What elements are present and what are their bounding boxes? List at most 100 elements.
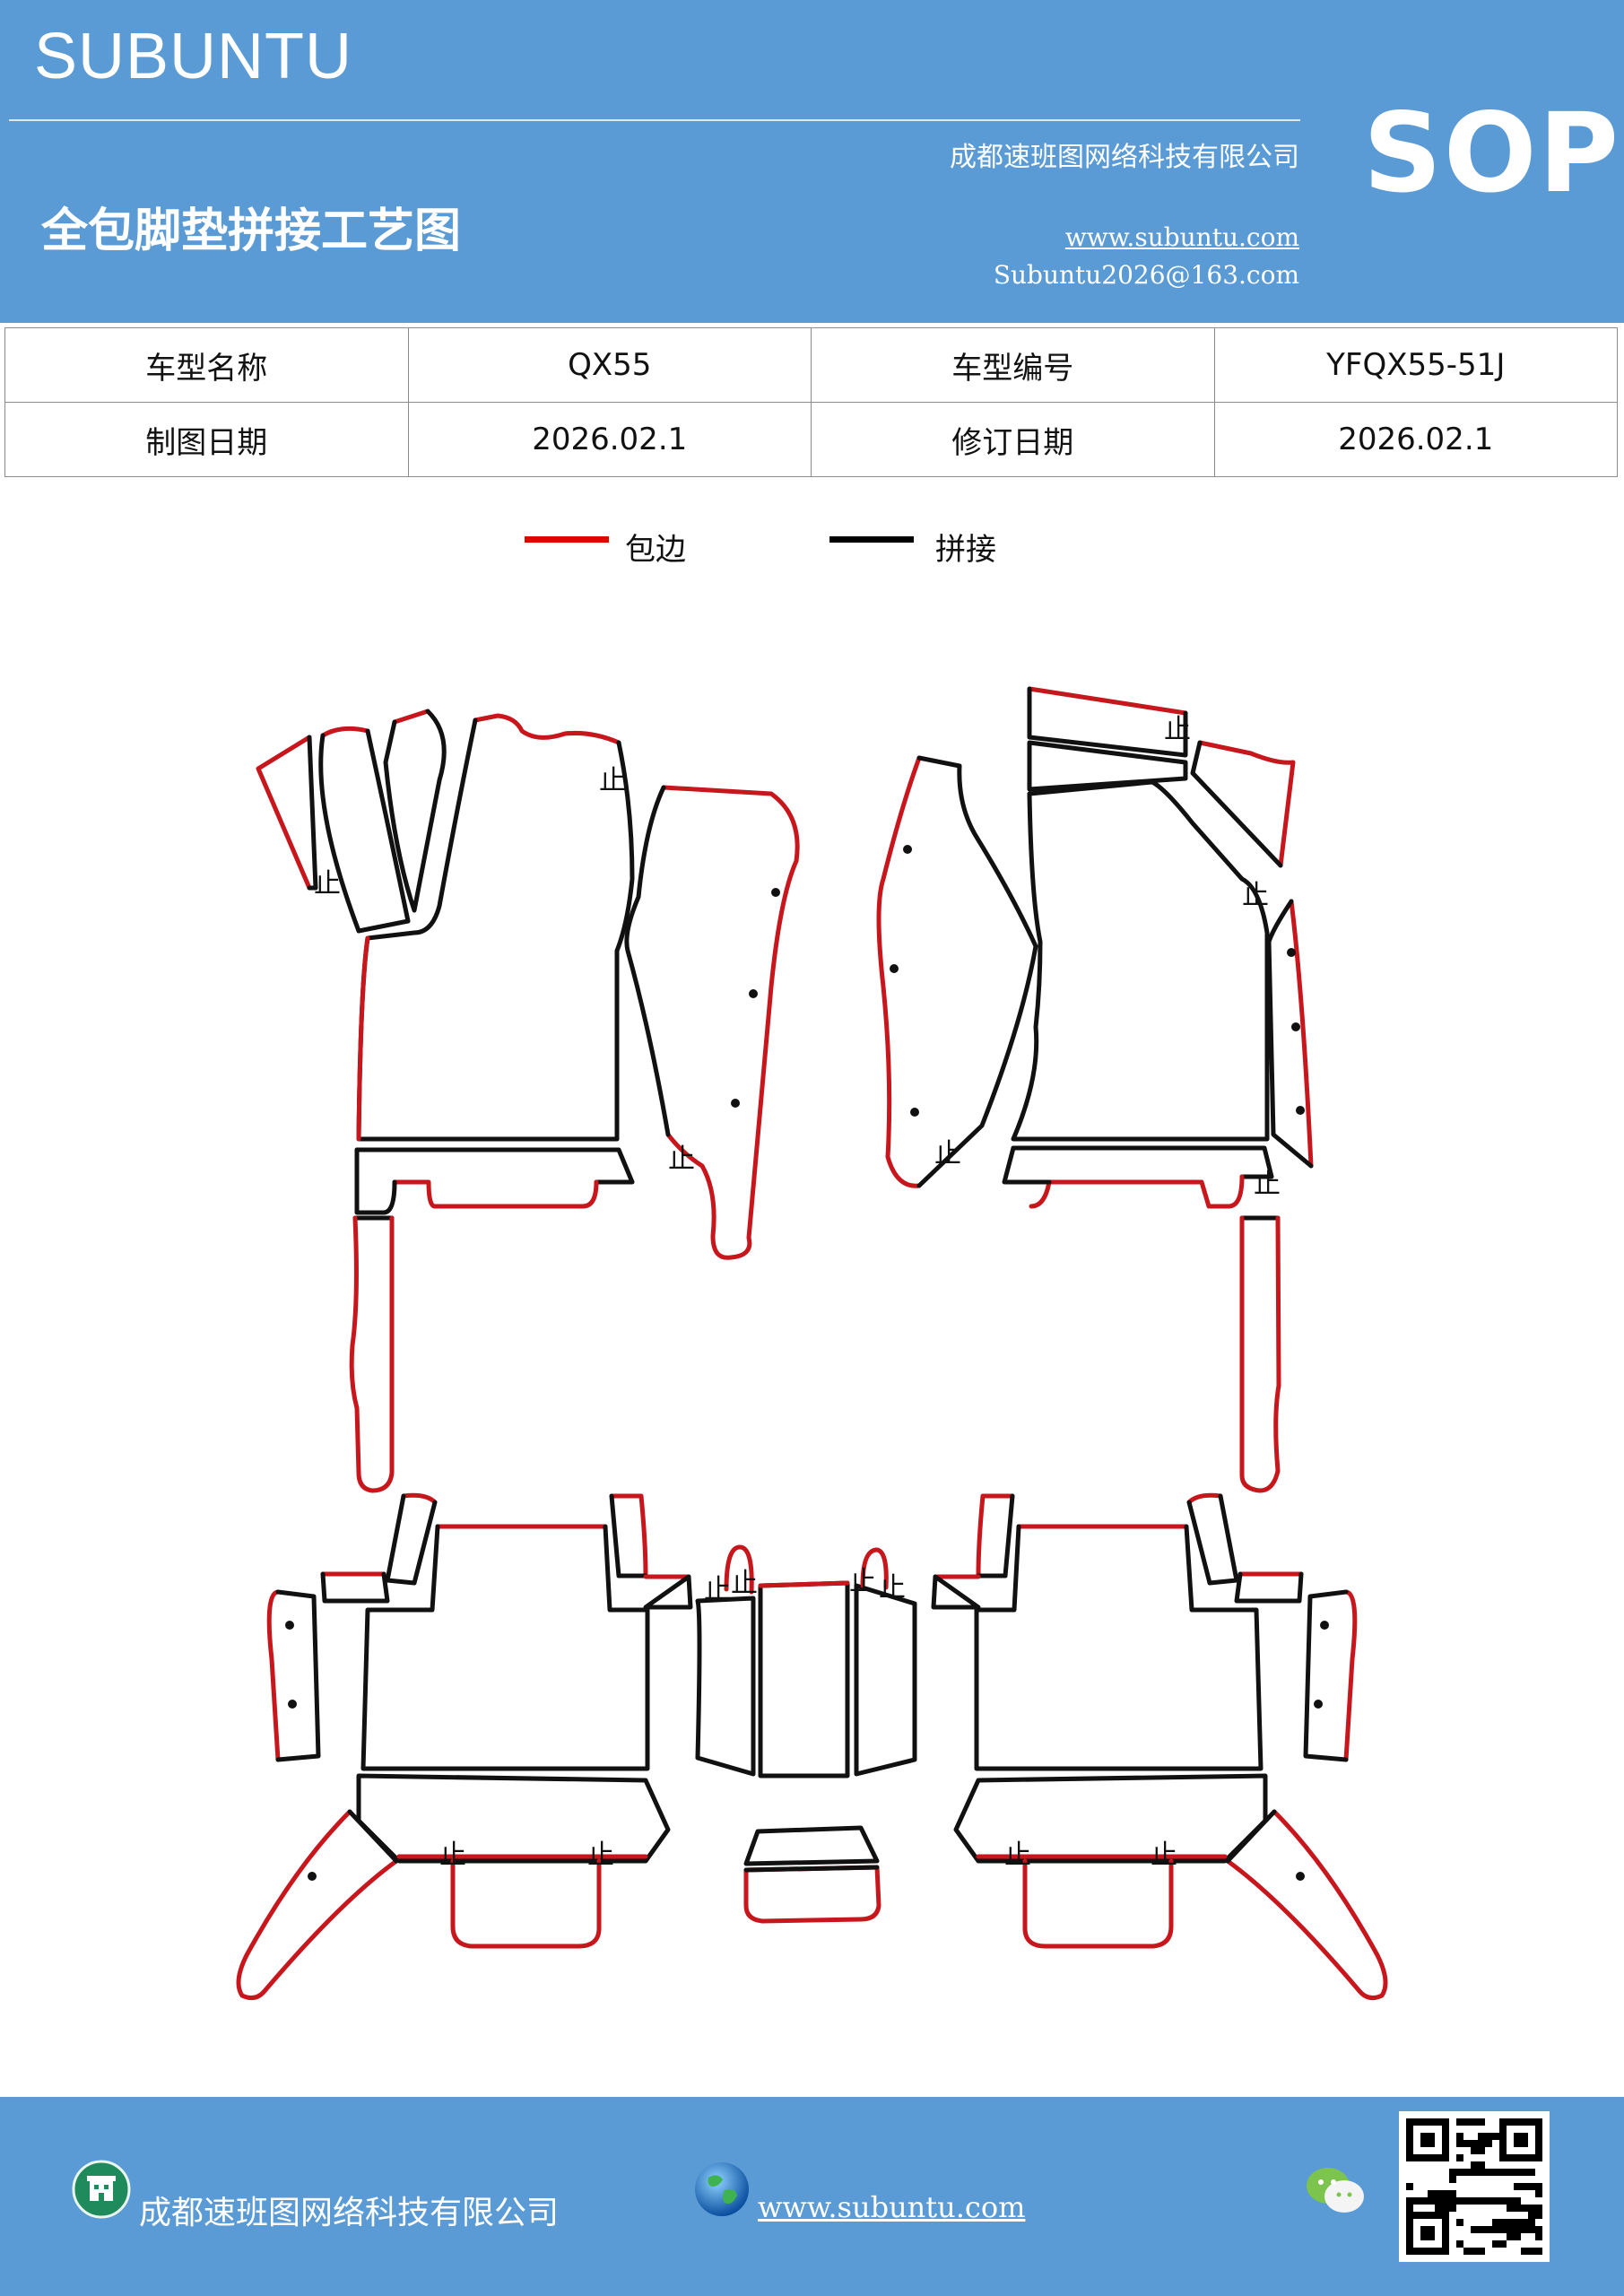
sop-badge: SOP [1363,90,1620,217]
mat-piece-rear-right-tall-flap [1186,1492,1239,1586]
stop-mark: 止 [849,1566,876,1597]
mat-piece-front-left-side-strip [318,726,411,934]
stop-mark: 止 [1151,1839,1177,1871]
label-model-name: 车型名称 [4,327,409,403]
stop-mark: 止 [934,1138,961,1170]
mat-piece-rear-left-side-strip [266,1589,321,1762]
value-revise-date: 2026.02.1 [1213,402,1618,477]
header-company: 成都速班图网络科技有限公司 [950,142,1299,173]
footer-website-link[interactable]: www.subuntu.com [758,2190,1026,2224]
globe-icon [692,2160,751,2222]
mat-piece-rear-right-heel-bar [953,1773,1268,1864]
mat-piece-rear-left-diagonal-strip [236,1809,399,2001]
fastener-dot [1287,948,1296,957]
header-divider [9,119,1300,121]
fastener-dot [771,888,780,897]
mat-piece-front-right-side-strip [1266,899,1314,1169]
wechat-icon [1305,2164,1366,2222]
vehicle-info-table: 车型名称 QX55 车型编号 YFQX55-51J 制图日期 2026.02.1… [4,327,1618,477]
stop-mark: 止 [1164,714,1191,745]
table-row: 车型名称 QX55 车型编号 YFQX55-51J [4,327,1618,403]
mat-piece-rear-right-main [974,1524,1264,1771]
fastener-dot [890,964,899,973]
mat-piece-rear-right-small-tab [931,1574,981,1610]
mat-piece-center-bottom [743,1825,881,1924]
fastener-dot [1291,1022,1300,1031]
mat-piece-rear-left-right-flap [609,1493,648,1578]
mat-piece-rear-right-diagonal-strip [1225,1809,1388,2001]
document-title: 全包脚垫拼接工艺图 [41,204,462,258]
stop-mark: 止 [1242,880,1269,911]
mat-piece-front-right-heel-bar [1002,1145,1274,1209]
table-row: 制图日期 2026.02.1 修订日期 2026.02.1 [4,402,1618,477]
header-website-link[interactable]: www.subuntu.com [1064,222,1299,252]
label-draw-date: 制图日期 [4,402,409,477]
mat-piece-front-left-side-panel [624,785,800,1260]
legend-seam-swatch [829,536,914,543]
stop-mark: 止 [1004,1839,1031,1871]
mat-piece-front-right-top-flap-1 [1027,686,1188,758]
mat-piece-center-right [854,1547,917,1777]
mat-piece-rear-left-small-tab [643,1574,693,1610]
value-draw-date: 2026.02.1 [407,402,812,477]
fastener-dot [1296,1872,1305,1881]
fastener-dot [731,1099,740,1108]
stop-mark: 止 [587,1839,614,1871]
label-model-code: 车型编号 [811,327,1215,403]
fastener-dot [1296,1106,1305,1115]
mat-piece-center-left [695,1544,756,1777]
value-model-name: QX55 [407,327,812,403]
footer-company: 成都速班图网络科技有限公司 [139,2195,560,2231]
mat-piece-rear-right-top-small [1234,1571,1304,1604]
stop-mark: 止 [879,1572,906,1604]
mat-piece-front-right-main [1011,779,1270,1142]
mat-piece-center-middle [758,1580,850,1779]
stop-mark: 止 [704,1574,731,1605]
stop-mark: 止 [439,1839,466,1871]
mat-piece-front-left-outer-flap [256,735,318,891]
mat-piece-rear-left-top-small [320,1571,390,1604]
mat-piece-front-left-long-strip [349,1215,395,1493]
brand-logo-text: SUBUNTU [34,21,353,92]
label-revise-date: 修订日期 [811,402,1215,477]
value-model-code: YFQX55-51J [1213,327,1618,403]
fastener-dot [1320,1621,1329,1630]
mat-piece-rear-right-side-strip [1303,1589,1358,1762]
header-email: Subuntu2026@163.com [993,260,1299,290]
mat-piece-rear-left-main [360,1524,650,1771]
mat-piece-front-left-heel-bar [354,1147,635,1215]
fastener-dots [285,845,1329,1881]
fastener-dot [1314,1700,1323,1709]
legend: 包边 拼接 [0,525,1624,570]
mat-piece-rear-left-tall-flap [385,1492,438,1586]
header-banner: SUBUNTU 成都速班图网络科技有限公司 SOP 全包脚垫拼接工艺图 www.… [0,0,1624,323]
legend-seam-label: 拼接 [935,532,996,568]
footer-banner: 成都速班图网络科技有限公司 www.subuntu.com [0,2097,1624,2296]
mat-piece-front-right-long-strip [1239,1215,1281,1493]
fastener-dot [903,845,912,854]
company-icon [72,2160,131,2222]
mat-piece-rear-right-under-tab [976,1854,1228,1949]
mat-piece-front-left-main [356,713,635,1142]
legend-edge-swatch [525,536,609,543]
legend-edge-label: 包边 [625,532,686,568]
fastener-dot [285,1621,294,1630]
mat-piece-front-right-corner-wedge [1190,740,1296,868]
fastener-dot [308,1872,317,1881]
fastener-dot [910,1108,919,1117]
fastener-dot [288,1700,297,1709]
stop-mark: 止 [1254,1169,1281,1200]
mat-piece-rear-left-under-tab [396,1854,648,1949]
mat-piece-rear-left-heel-bar [356,1773,671,1864]
mat-piece-rear-right-left-flap [976,1493,1015,1578]
mat-piece-front-left-thin-strip [383,709,447,913]
mat-piece-front-right-side-panel [876,755,1038,1188]
stop-marks: 止 止 止 止 止 止 止 止 止 止 止 止 止 止 止 [314,714,1281,1871]
stop-mark: 止 [599,765,626,796]
stop-mark: 止 [731,1568,758,1599]
stop-mark: 止 [314,868,341,900]
stop-mark: 止 [668,1144,695,1175]
qr-code[interactable] [1399,2111,1550,2266]
fastener-dot [749,989,758,998]
